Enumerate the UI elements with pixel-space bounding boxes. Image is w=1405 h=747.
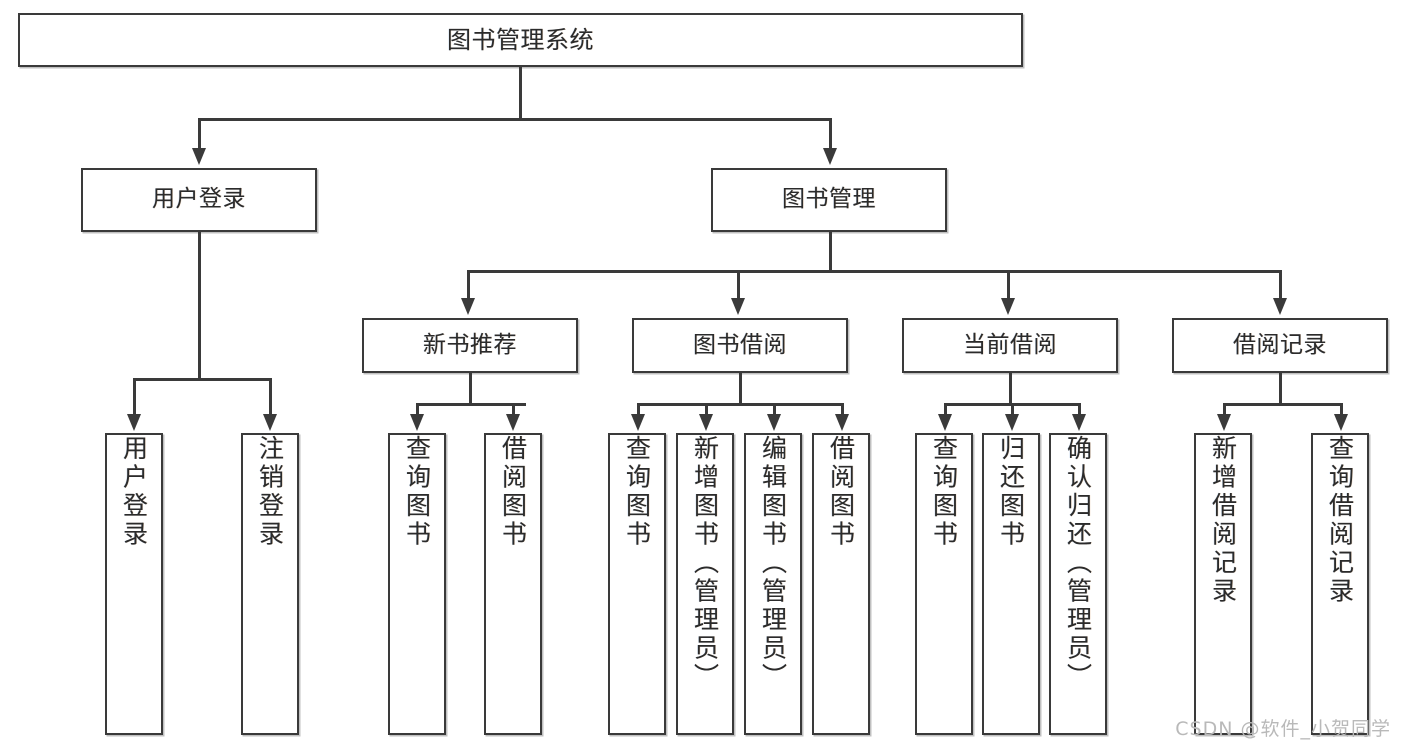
connector-nbr-leaf-2 (512, 403, 515, 416)
arrowhead-br-leaf-1 (1217, 414, 1231, 431)
connector-current-borrow-stem (1009, 373, 1012, 405)
arrowhead-leaf-logout (263, 414, 277, 431)
arrowhead-user-login (192, 148, 206, 165)
arrowhead-nbr-leaf-1 (410, 414, 424, 431)
leaf-bb-add-book-admin[interactable]: 新增图书（管理员） (676, 433, 734, 735)
connector-book-management-stem (829, 232, 832, 272)
node-label: 图书借阅 (693, 331, 787, 358)
node-label: 当前借阅 (963, 331, 1057, 358)
node-current-borrow[interactable]: 当前借阅 (902, 318, 1118, 373)
connector-borrow-record-bus (1223, 403, 1342, 406)
connector-to-new-book-recommend (467, 270, 470, 300)
node-borrow-record[interactable]: 借阅记录 (1172, 318, 1388, 373)
node-label: 借阅图书 (826, 435, 856, 549)
arrowhead-book-management (823, 148, 837, 165)
leaf-br-query-record[interactable]: 查询借阅记录 (1311, 433, 1369, 735)
connector-user-login-to-leaf-2 (269, 378, 272, 416)
node-label: 编辑图书（管理员） (758, 435, 788, 692)
arrowhead-bb-leaf-4 (835, 414, 849, 431)
connector-to-current-borrow (1007, 270, 1010, 300)
connector-new-book-recommend-bus (416, 403, 526, 406)
node-label: 图书管理系统 (447, 25, 594, 54)
connector-root-bus (198, 118, 831, 121)
leaf-logout[interactable]: 注销登录 (241, 433, 299, 735)
connector-new-book-recommend-stem (469, 373, 472, 405)
arrowhead-borrow-record (1273, 298, 1287, 315)
node-label: 查询图书 (402, 435, 432, 549)
arrowhead-cb-leaf-2 (1005, 414, 1019, 431)
leaf-br-add-record[interactable]: 新增借阅记录 (1194, 433, 1252, 735)
node-label: 新增图书（管理员） (690, 435, 720, 692)
node-label: 查询图书 (622, 435, 652, 549)
arrowhead-nbr-leaf-2 (506, 414, 520, 431)
arrowhead-book-borrow (731, 298, 745, 315)
connector-cb-leaf-3 (1078, 403, 1081, 416)
node-label: 归还图书 (996, 435, 1026, 549)
node-label: 新增借阅记录 (1208, 435, 1238, 606)
connector-borrow-record-stem (1279, 373, 1282, 405)
leaf-cb-query-book[interactable]: 查询图书 (915, 433, 973, 735)
arrowhead-bb-leaf-1 (631, 414, 645, 431)
node-label: 确认归还（管理员） (1063, 435, 1093, 692)
connector-bb-leaf-4 (841, 403, 844, 416)
node-new-book-recommend[interactable]: 新书推荐 (362, 318, 578, 373)
connector-user-login-to-leaf-1 (133, 378, 136, 416)
connector-br-leaf-1 (1223, 403, 1226, 416)
connector-to-book-borrow (737, 270, 740, 300)
node-label: 用户登录 (152, 186, 246, 213)
leaf-cb-return-book[interactable]: 归还图书 (982, 433, 1040, 735)
arrowhead-new-book-recommend (461, 298, 475, 315)
leaf-bb-edit-book-admin[interactable]: 编辑图书（管理员） (744, 433, 802, 735)
leaf-cb-confirm-return-admin[interactable]: 确认归还（管理员） (1049, 433, 1107, 735)
node-label: 借阅图书 (498, 435, 528, 549)
connector-br-leaf-2 (1340, 403, 1343, 416)
connector-bb-leaf-2 (705, 403, 708, 416)
node-book-management[interactable]: 图书管理 (711, 168, 947, 232)
arrowhead-bb-leaf-3 (767, 414, 781, 431)
arrowhead-cb-leaf-1 (938, 414, 952, 431)
connector-user-login-stem (198, 232, 201, 380)
node-label: 新书推荐 (423, 331, 517, 358)
connector-level3-bus (467, 270, 1282, 273)
node-label: 查询借阅记录 (1325, 435, 1355, 606)
arrowhead-current-borrow (1001, 298, 1015, 315)
leaf-nbr-query-book[interactable]: 查询图书 (388, 433, 446, 735)
node-root-book-management-system[interactable]: 图书管理系统 (18, 13, 1023, 67)
arrowhead-leaf-user-login (127, 414, 141, 431)
connector-root-stem (519, 67, 522, 119)
connector-bb-leaf-3 (773, 403, 776, 416)
connector-book-borrow-stem (739, 373, 742, 405)
node-label: 借阅记录 (1233, 331, 1327, 358)
node-label: 注销登录 (255, 435, 285, 549)
leaf-bb-borrow-book[interactable]: 借阅图书 (812, 433, 870, 735)
connector-bb-leaf-1 (637, 403, 640, 416)
connector-to-borrow-record (1279, 270, 1282, 300)
node-label: 用户登录 (119, 435, 149, 549)
node-book-borrow[interactable]: 图书借阅 (632, 318, 848, 373)
node-label: 图书管理 (782, 186, 876, 213)
arrowhead-br-leaf-2 (1334, 414, 1348, 431)
leaf-bb-query-book[interactable]: 查询图书 (608, 433, 666, 735)
arrowhead-cb-leaf-3 (1072, 414, 1086, 431)
leaf-nbr-borrow-book[interactable]: 借阅图书 (484, 433, 542, 735)
connector-root-to-user-login (198, 118, 201, 150)
connector-cb-leaf-1 (944, 403, 947, 416)
connector-user-login-bus (133, 378, 271, 381)
connector-root-to-book-management (829, 118, 832, 150)
connector-nbr-leaf-1 (416, 403, 419, 416)
arrowhead-bb-leaf-2 (699, 414, 713, 431)
connector-cb-leaf-2 (1011, 403, 1014, 416)
node-user-login[interactable]: 用户登录 (81, 168, 317, 232)
connector-book-borrow-bus (637, 403, 843, 406)
node-label: 查询图书 (929, 435, 959, 549)
leaf-user-login[interactable]: 用户登录 (105, 433, 163, 735)
